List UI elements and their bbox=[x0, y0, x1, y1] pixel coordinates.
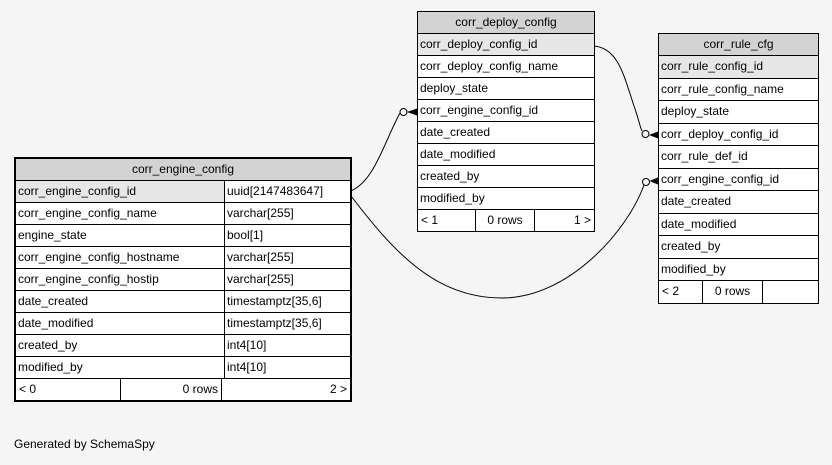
table-row: corr_deploy_config_id bbox=[659, 124, 818, 146]
column-name: date_created bbox=[661, 194, 732, 208]
table-row: date_modified timestamptz[35,6] bbox=[16, 313, 350, 335]
pager-rowcount: 0 rows bbox=[703, 281, 763, 303]
table-row: date_modified bbox=[418, 144, 594, 166]
column-name: date_modified bbox=[661, 216, 737, 231]
table-pager: < 2 0 rows bbox=[659, 281, 818, 303]
table-row: corr_engine_config_hostip varchar[255] bbox=[16, 269, 350, 291]
column-name: modified_by bbox=[661, 261, 726, 276]
table-corr-deploy-config[interactable]: corr_deploy_config corr_deploy_config_id… bbox=[417, 11, 595, 232]
column-type: varchar[255] bbox=[224, 247, 350, 268]
table-pager: < 0 0 rows 2 > bbox=[16, 379, 350, 400]
column-type: bool[1] bbox=[224, 225, 350, 246]
column-name: corr_deploy_config_id bbox=[661, 126, 779, 141]
cardinality-circle-icon bbox=[641, 130, 650, 138]
column-name: date_modified bbox=[18, 316, 94, 330]
column-name: corr_deploy_config_name bbox=[420, 59, 559, 73]
table-row: created_by bbox=[659, 236, 818, 259]
pager-next bbox=[763, 281, 818, 303]
table-title-corr-engine-config[interactable]: corr_engine_config bbox=[16, 159, 350, 181]
table-row: created_by bbox=[418, 166, 594, 188]
arrowhead-icon bbox=[649, 131, 658, 139]
column-type: uuid[2147483647] bbox=[224, 181, 350, 202]
table-row: corr_rule_config_id bbox=[659, 56, 818, 79]
column-name: created_by bbox=[18, 338, 78, 352]
table-row: corr_deploy_config_id bbox=[418, 34, 594, 56]
column-name: corr_engine_config_id bbox=[661, 171, 780, 186]
table-row: modified_by bbox=[418, 188, 594, 210]
table-row: deploy_state bbox=[659, 101, 818, 124]
cardinality-circle-icon bbox=[642, 178, 650, 186]
arrowhead-icon bbox=[407, 108, 417, 116]
pager-prev: < 0 bbox=[16, 379, 121, 400]
column-name: date_modified bbox=[420, 147, 496, 161]
column-name-pk: corr_deploy_config_id bbox=[418, 34, 594, 55]
table-row: modified_by int4[10] bbox=[16, 357, 350, 379]
column-name: modified_by bbox=[420, 191, 485, 205]
table-pager: < 1 0 rows 1 > bbox=[418, 210, 594, 231]
table-row: deploy_state bbox=[418, 78, 594, 100]
arrowhead-icon bbox=[649, 177, 658, 185]
table-row: corr_engine_config_id bbox=[418, 100, 594, 122]
table-row: engine_state bool[1] bbox=[16, 225, 350, 247]
column-name: deploy_state bbox=[661, 104, 730, 118]
column-name-pk: corr_rule_config_id bbox=[659, 56, 818, 78]
generated-by-note: Generated by SchemaSpy bbox=[14, 437, 155, 451]
table-row: corr_engine_config_id uuid[2147483647] bbox=[16, 181, 350, 203]
column-name: corr_engine_config_hostname bbox=[18, 250, 180, 264]
table-row: corr_rule_def_id bbox=[659, 146, 818, 169]
pager-prev: < 2 bbox=[659, 281, 703, 303]
column-name-pk: corr_engine_config_id bbox=[16, 181, 224, 202]
column-name: date_created bbox=[18, 294, 89, 308]
pager-prev: < 1 bbox=[418, 210, 476, 231]
table-row: date_created bbox=[659, 191, 818, 214]
relationship-curve-engine-deploy bbox=[347, 112, 401, 193]
table-row: corr_engine_config_id bbox=[659, 169, 818, 191]
column-name: corr_engine_config_name bbox=[18, 206, 157, 220]
table-row: corr_engine_config_name varchar[255] bbox=[16, 203, 350, 225]
table-title-corr-deploy-config[interactable]: corr_deploy_config bbox=[418, 12, 594, 34]
pager-next: 2 > bbox=[329, 382, 347, 396]
column-name: created_by bbox=[420, 169, 480, 183]
column-name: modified_by bbox=[18, 360, 83, 374]
pager-rowcount: 0 rows bbox=[121, 379, 222, 400]
table-corr-engine-config[interactable]: corr_engine_config corr_engine_config_id… bbox=[14, 157, 352, 402]
column-name: corr_rule_config_name bbox=[661, 81, 784, 96]
table-row: corr_rule_config_name bbox=[659, 79, 818, 101]
column-name: date_created bbox=[420, 125, 491, 139]
column-type: varchar[255] bbox=[224, 269, 350, 290]
column-type: int4[10] bbox=[224, 335, 350, 356]
table-title-corr-rule-cfg[interactable]: corr_rule_cfg bbox=[659, 34, 818, 56]
column-name: corr_rule_def_id bbox=[661, 149, 748, 163]
table-row: date_modified bbox=[659, 214, 818, 236]
pager-next: 1 > bbox=[573, 213, 591, 227]
table-row: created_by int4[10] bbox=[16, 335, 350, 357]
relationship-curve-deploy-rule bbox=[592, 45, 643, 132]
column-name: corr_engine_config_hostip bbox=[18, 272, 159, 286]
column-type: timestamptz[35,6] bbox=[224, 313, 350, 334]
column-type: int4[10] bbox=[224, 357, 350, 378]
table-row: corr_engine_config_hostname varchar[255] bbox=[16, 247, 350, 269]
cardinality-circle-icon bbox=[399, 108, 408, 116]
table-row: corr_deploy_config_name bbox=[418, 56, 594, 78]
column-type: varchar[255] bbox=[224, 203, 350, 224]
table-corr-rule-cfg[interactable]: corr_rule_cfg corr_rule_config_id corr_r… bbox=[658, 33, 819, 304]
pager-rowcount: 0 rows bbox=[476, 210, 535, 231]
column-type: timestamptz[35,6] bbox=[224, 291, 350, 312]
table-row: date_created bbox=[418, 122, 594, 144]
column-name: corr_engine_config_id bbox=[420, 103, 539, 117]
column-name: engine_state bbox=[18, 228, 87, 242]
column-name: created_by bbox=[661, 239, 721, 253]
column-name: deploy_state bbox=[420, 81, 489, 95]
table-row: modified_by bbox=[659, 259, 818, 281]
table-row: date_created timestamptz[35,6] bbox=[16, 291, 350, 313]
